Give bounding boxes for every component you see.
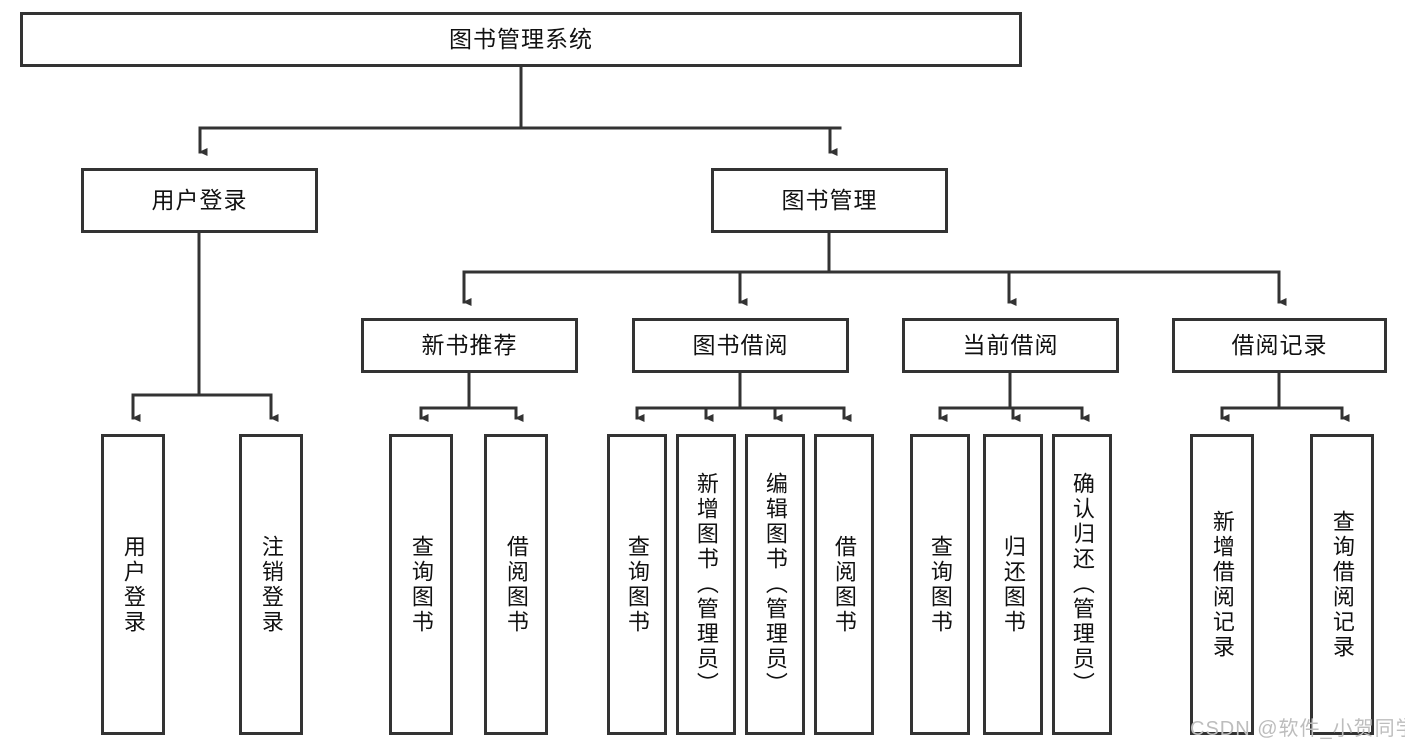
leaf-borrow-book-new-label: 借阅图书 [503,534,529,635]
leaf-return-book[interactable]: 归还图书 [983,434,1043,735]
leaf-logout[interactable]: 注销登录 [239,434,303,735]
leaf-user-login[interactable]: 用户登录 [101,434,165,735]
node-current-borrow-label: 当前借阅 [962,332,1059,359]
node-new-book-recommend-label: 新书推荐 [421,332,518,359]
leaf-return-book-label: 归还图书 [1000,534,1026,635]
leaf-query-book-current[interactable]: 查询图书 [910,434,970,735]
leaf-edit-book-admin[interactable]: 编辑图书（管理员） [745,434,805,735]
leaf-edit-book-admin-label: 编辑图书（管理员） [762,472,788,697]
leaf-query-book-new[interactable]: 查询图书 [389,434,453,735]
node-root[interactable]: 图书管理系统 [20,12,1022,67]
leaf-query-book-current-label: 查询图书 [927,534,953,635]
leaf-query-borrow-record-label: 查询借阅记录 [1329,509,1355,660]
node-book-management[interactable]: 图书管理 [711,168,948,233]
leaf-add-book-admin[interactable]: 新增图书（管理员） [676,434,736,735]
leaf-confirm-return-admin[interactable]: 确认归还（管理员） [1052,434,1112,735]
node-user-login-label: 用户登录 [151,187,248,214]
leaf-logout-label: 注销登录 [258,534,284,635]
leaf-query-book-borrow[interactable]: 查询图书 [607,434,667,735]
leaf-add-borrow-record-label: 新增借阅记录 [1209,509,1235,660]
leaf-query-book-borrow-label: 查询图书 [624,534,650,635]
leaf-query-book-new-label: 查询图书 [408,534,434,635]
leaf-add-book-admin-label: 新增图书（管理员） [693,472,719,697]
leaf-confirm-return-admin-label: 确认归还（管理员） [1069,472,1095,697]
node-root-label: 图书管理系统 [449,26,593,53]
node-book-management-label: 图书管理 [781,187,878,214]
leaf-borrow-book-label: 借阅图书 [831,534,857,635]
leaf-add-borrow-record[interactable]: 新增借阅记录 [1190,434,1254,735]
leaf-user-login-label: 用户登录 [120,534,146,635]
node-borrow-record-label: 借阅记录 [1231,332,1328,359]
node-book-borrow-label: 图书借阅 [692,332,789,359]
node-current-borrow[interactable]: 当前借阅 [902,318,1119,373]
leaf-borrow-book[interactable]: 借阅图书 [814,434,874,735]
node-borrow-record[interactable]: 借阅记录 [1172,318,1387,373]
node-book-borrow[interactable]: 图书借阅 [632,318,849,373]
leaf-borrow-book-new[interactable]: 借阅图书 [484,434,548,735]
node-user-login[interactable]: 用户登录 [81,168,318,233]
leaf-query-borrow-record[interactable]: 查询借阅记录 [1310,434,1374,735]
node-new-book-recommend[interactable]: 新书推荐 [361,318,578,373]
